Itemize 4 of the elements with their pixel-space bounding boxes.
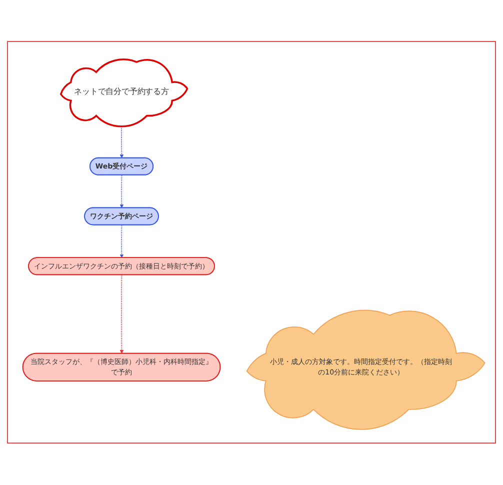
arrow (120, 174, 124, 208)
cluster (7, 41, 496, 444)
arrow (120, 274, 124, 354)
arrow (120, 224, 124, 258)
